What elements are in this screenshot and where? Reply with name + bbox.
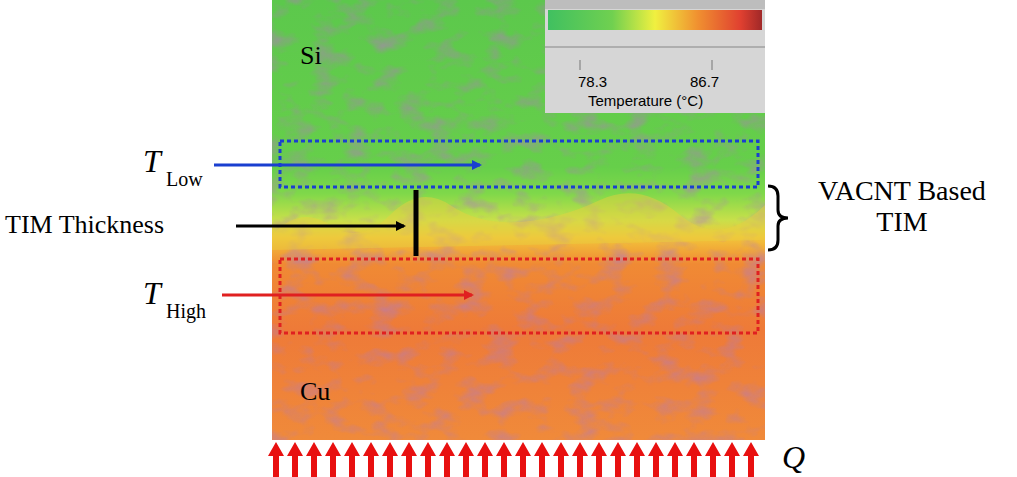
heat-flux-arrow bbox=[553, 442, 569, 477]
heat-flux-arrow bbox=[477, 442, 493, 477]
heat-flux-arrow bbox=[268, 442, 284, 477]
heat-flux-arrow bbox=[496, 442, 512, 477]
heat-flux-arrow bbox=[325, 442, 341, 477]
subscript: Low bbox=[166, 168, 203, 190]
heat-flux-arrow bbox=[401, 442, 417, 477]
heat-flux-arrow bbox=[287, 442, 303, 477]
layer-name: Cu bbox=[300, 378, 330, 407]
heat-flux-arrow bbox=[572, 442, 588, 477]
symbol: T bbox=[143, 276, 161, 311]
heat-flux-arrow bbox=[534, 442, 550, 477]
layer-name: Si bbox=[300, 42, 322, 71]
symbol: Q bbox=[782, 440, 805, 475]
heat-flux-arrow bbox=[629, 442, 645, 477]
callout-label: VACNT Based TIM bbox=[792, 176, 1012, 238]
scale-value: 86.7 bbox=[690, 74, 719, 91]
heat-flux-arrow bbox=[610, 442, 626, 477]
heat-flux-arrow bbox=[743, 442, 759, 477]
subscript: High bbox=[166, 300, 206, 322]
heat-flux-arrow bbox=[705, 442, 721, 477]
heat-flux-arrow bbox=[667, 442, 683, 477]
callout-label: TIM Thickness bbox=[5, 211, 164, 240]
heat-flux-arrow bbox=[724, 442, 740, 477]
heat-flux-arrow bbox=[591, 442, 607, 477]
heat-flux-arrow bbox=[648, 442, 664, 477]
heat-flux-arrow bbox=[306, 442, 322, 477]
scale-title: Temperature (°C) bbox=[588, 93, 703, 110]
heat-flux-arrow bbox=[439, 442, 455, 477]
symbol: T bbox=[143, 144, 161, 179]
heat-flux-arrow bbox=[515, 442, 531, 477]
heat-flux-arrow bbox=[458, 442, 474, 477]
heat-flux-arrow bbox=[382, 442, 398, 477]
heat-flux-arrow bbox=[686, 442, 702, 477]
heat-flux-arrow bbox=[363, 442, 379, 477]
heat-flux-arrow bbox=[344, 442, 360, 477]
scale-value: 78.3 bbox=[578, 74, 607, 91]
heat-flux-arrow bbox=[420, 442, 436, 477]
